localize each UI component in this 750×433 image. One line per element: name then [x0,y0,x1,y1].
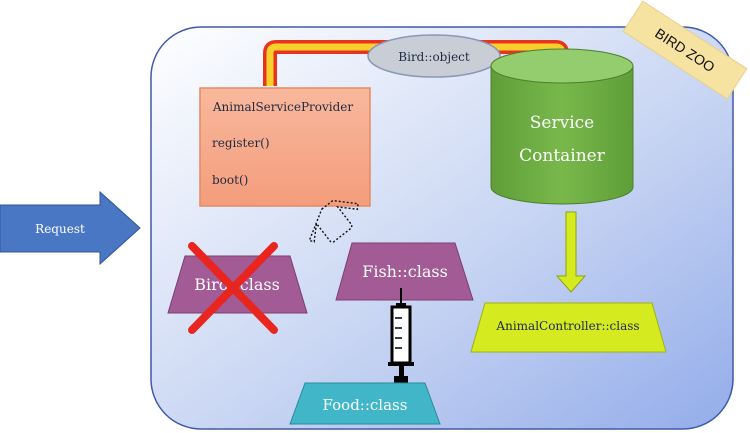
request-label: Request [35,222,85,236]
provider-title: AnimalServiceProvider [212,100,354,114]
animal-controller-label: AnimalController::class [495,319,639,333]
service-container: Service Container [490,48,634,205]
animal-controller-node: AnimalController::class [470,302,667,353]
fish-class-node: Fish::class [335,242,474,301]
provider-boot-method: boot() [212,173,248,187]
animal-service-provider: AnimalServiceProvider register() boot() [199,87,371,207]
service-container-line2: Container [519,146,606,166]
bird-object-label: Bird::object [398,50,470,64]
container-to-controller-arrow [555,211,587,293]
food-class-node: Food::class [289,382,441,425]
request-arrow: Request [0,190,141,266]
fish-class-label: Fish::class [362,262,448,281]
bird-object-node: Bird::object [367,34,501,78]
syringe-icon [388,288,414,384]
removed-cross-icon [188,242,278,334]
service-container-line1: Service [530,113,594,133]
food-class-label: Food::class [323,396,408,414]
provider-register-method: register() [212,136,270,150]
fish-to-provider-dotted-arrow [308,199,359,243]
